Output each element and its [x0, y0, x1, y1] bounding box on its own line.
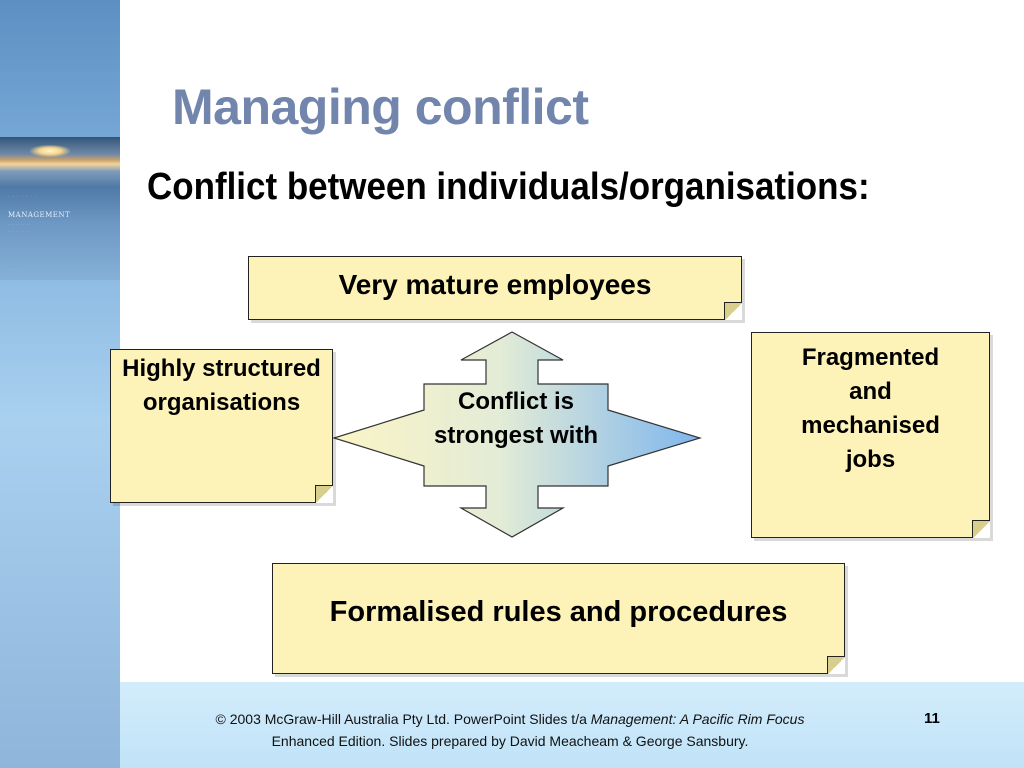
footer-line-1: © 2003 McGraw-Hill Australia Pty Ltd. Po…: [150, 708, 870, 730]
note-right: Fragmented and mechanised jobs: [751, 332, 990, 538]
sunset-glow: [30, 145, 70, 157]
note-top-fold: [724, 302, 742, 320]
note-top: Very mature employees: [248, 256, 742, 320]
four-way-arrow-shape: [331, 331, 702, 538]
note-left-label: Highly structured organisations: [122, 355, 321, 416]
center-label: Conflict is strongest with: [433, 388, 598, 449]
page-number: 11: [924, 710, 940, 727]
cover-authors: · · · · · · · · · · · ·: [8, 229, 30, 233]
slide-subtitle: Conflict between individuals/organisatio…: [147, 166, 870, 208]
slide-title: Managing conflict: [172, 79, 589, 135]
four-way-arrow: [331, 331, 702, 538]
book-cover-image: · · · · · · · MANAGEMENT · · · · · · · ·…: [0, 137, 120, 280]
cover-subheading: · · · · · · · · ·: [8, 222, 30, 227]
note-bottom-label: Formalised rules and procedures: [329, 596, 788, 628]
sidebar-band: [0, 0, 120, 768]
footer-line-2: Enhanced Edition. Slides prepared by Dav…: [271, 733, 749, 749]
note-top-label: Very mature employees: [338, 269, 652, 300]
note-left: Highly structured organisations: [110, 349, 333, 503]
note-right-fold: [972, 520, 990, 538]
note-right-label: Fragmented and mechanised jobs: [801, 344, 940, 473]
footer-prefix: © 2003 McGraw-Hill Australia Pty Ltd. Po…: [215, 711, 591, 727]
footer-copyright: © 2003 McGraw-Hill Australia Pty Ltd. Po…: [150, 708, 870, 752]
cover-heading: MANAGEMENT: [8, 211, 71, 219]
cover-publisher: · · · · · · ·: [8, 267, 21, 271]
note-bottom-fold: [827, 656, 845, 674]
note-bottom: Formalised rules and procedures: [272, 563, 845, 674]
cover-edition-text: · · · · · · ·: [8, 194, 38, 199]
note-left-fold: [315, 485, 333, 503]
footer-book-title: Management: A Pacific Rim Focus: [590, 711, 805, 727]
footer-band: [120, 682, 1024, 768]
